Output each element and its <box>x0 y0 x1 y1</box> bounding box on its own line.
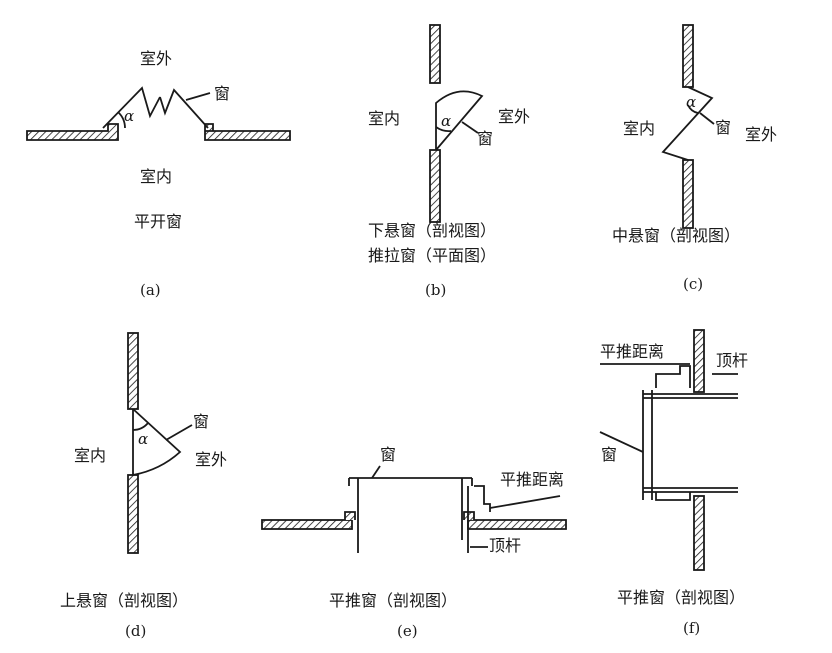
panel-d-drawing <box>127 332 193 554</box>
panel-e-drawing <box>261 465 567 553</box>
label-rod-e: 顶杆 <box>489 536 522 555</box>
caption-letter-a: (a) <box>140 281 161 299</box>
label-window-d: 窗 <box>193 412 210 431</box>
bracket-f <box>655 365 691 388</box>
sash-c <box>661 86 714 161</box>
leader-b <box>461 121 479 134</box>
label-window-b: 窗 <box>477 129 494 148</box>
wall-right-a <box>204 123 291 141</box>
panel-a-drawing <box>26 86 291 141</box>
caption-name-b2: 推拉窗（平面图） <box>368 246 497 265</box>
sash-d <box>132 408 182 477</box>
caption-letter-b: (b) <box>425 281 447 299</box>
sash-e-left <box>348 478 359 553</box>
wall-right-e <box>467 519 567 530</box>
label-inside-d: 室内 <box>74 446 107 465</box>
wall-top-c <box>682 24 694 88</box>
sash-b <box>435 90 484 151</box>
wall-bottom-f <box>693 495 705 571</box>
label-alpha-d: α <box>138 430 149 448</box>
label-window-e: 窗 <box>380 445 397 464</box>
dim-leader-e <box>489 495 561 509</box>
wall-top-f <box>693 329 705 393</box>
label-window-a: 窗 <box>214 84 231 103</box>
caption-letter-f: (f) <box>683 619 701 637</box>
wall-bottom-c <box>682 159 694 229</box>
sill-bracket-f <box>655 492 691 501</box>
leader-a <box>185 92 211 101</box>
leader-c <box>699 112 715 125</box>
jamb-right-e <box>463 511 475 520</box>
wall-top-b <box>429 24 441 84</box>
wall-bottom-d <box>127 474 139 554</box>
wall-left-e <box>261 519 353 530</box>
sash-e-right <box>461 478 473 540</box>
angle-arc-d <box>132 422 149 431</box>
caption-letter-e: (e) <box>397 622 418 640</box>
caption-name-e: 平推窗（剖视图） <box>329 591 458 610</box>
label-window-c: 窗 <box>715 118 732 137</box>
caption-letter-c: (c) <box>683 275 704 293</box>
caption-name-b1: 下悬窗（剖视图） <box>368 221 497 240</box>
panel-c-drawing <box>661 24 715 229</box>
label-outside-a: 室外 <box>140 49 173 68</box>
window-leader-f <box>599 431 644 453</box>
label-rod-f: 顶杆 <box>716 351 749 370</box>
panel-f-drawing <box>599 329 738 571</box>
bracket-e <box>474 485 491 512</box>
caption-name-d: 上悬窗（剖视图） <box>60 591 189 610</box>
jamb-left-e <box>344 511 356 520</box>
label-window-f: 窗 <box>601 445 618 464</box>
label-outside-c: 室外 <box>745 125 778 144</box>
label-alpha-a: α <box>124 107 135 125</box>
angle-arc-a <box>117 111 126 129</box>
caption-name-c: 中悬窗（剖视图） <box>612 226 741 245</box>
caption-letter-d: (d) <box>125 622 147 640</box>
angle-arc-c <box>687 104 699 114</box>
wall-left-a <box>26 123 119 141</box>
label-push-distance-e: 平推距离 <box>500 470 565 489</box>
wall-top-d <box>127 332 139 410</box>
label-inside-a: 室内 <box>140 167 173 186</box>
sash-right-a <box>159 88 209 129</box>
label-inside-b: 室内 <box>368 109 401 128</box>
sash-f <box>642 390 653 500</box>
label-inside-c: 室内 <box>623 119 656 138</box>
wall-bottom-b <box>429 149 441 223</box>
angle-arc-b <box>435 126 452 132</box>
label-push-distance-f: 平推距离 <box>600 342 665 361</box>
window-leader-e <box>371 465 381 479</box>
panel-b-drawing <box>429 24 484 223</box>
leader-d <box>165 424 193 441</box>
label-outside-b: 室外 <box>498 107 531 126</box>
label-alpha-b: α <box>441 112 452 130</box>
label-outside-d: 室外 <box>195 450 228 469</box>
sash-left-a <box>102 86 161 129</box>
caption-name-a: 平开窗 <box>134 212 183 231</box>
label-alpha-c: α <box>686 93 697 111</box>
caption-name-f: 平推窗（剖视图） <box>617 588 746 607</box>
